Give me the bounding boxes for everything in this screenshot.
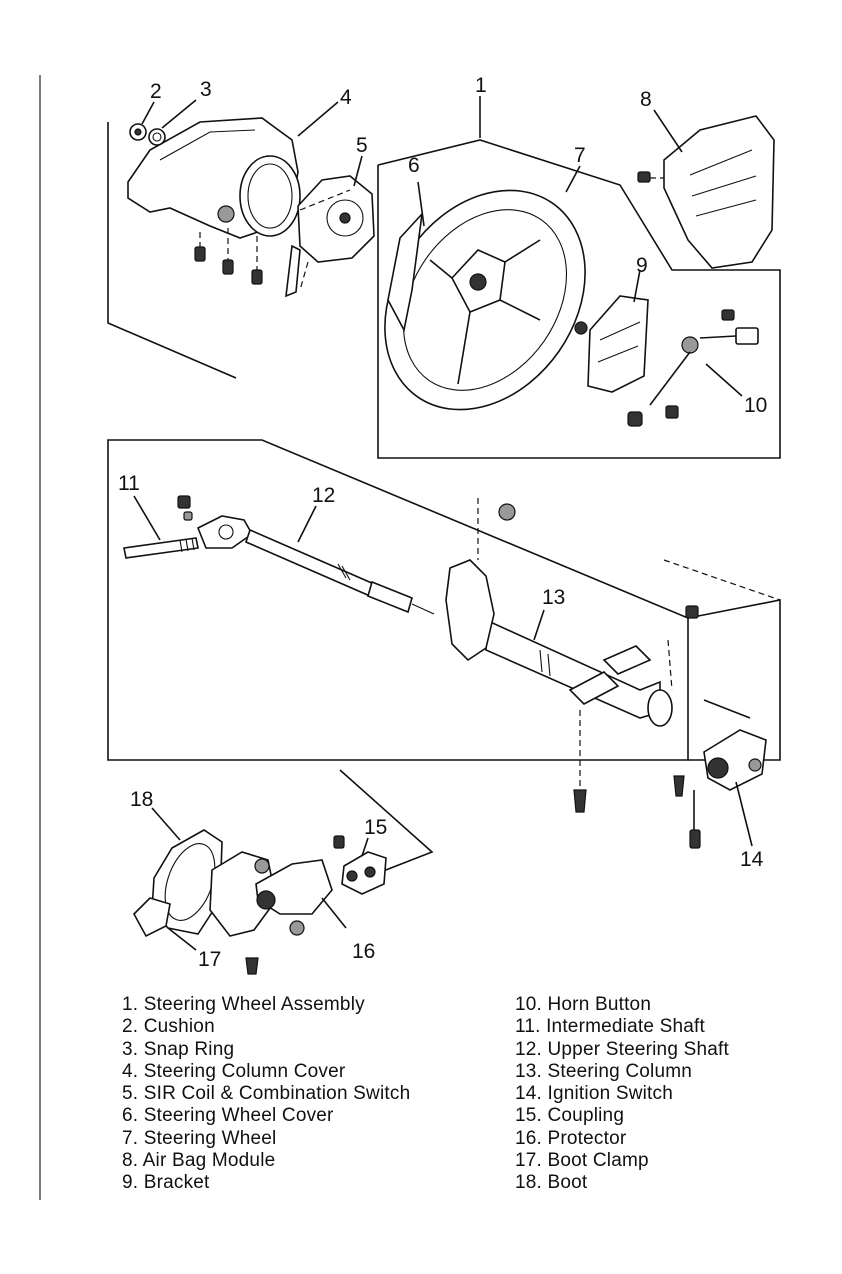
legend-left-column: 1. Steering Wheel Assembly 2. Cushion 3.… [122,994,410,1195]
intermediate-shaft [123,537,199,559]
legend-item: 9. Bracket [122,1172,210,1194]
upper-steering-shaft [245,528,375,598]
callout-6: 6 [408,154,420,177]
callout-1: 1 [475,74,487,97]
legend-item: 11. Intermediate Shaft [515,1016,705,1038]
snap-ring [148,128,166,146]
sir-coil-combination-switch [297,175,375,263]
leader-lines [133,99,753,951]
group-frame-upper-right [377,139,781,459]
bracket [587,295,649,393]
callout-labels: 1 2 3 4 5 6 7 8 9 10 11 12 13 14 15 16 1… [118,74,767,971]
callout-18: 18 [130,788,153,811]
steering-wheel-assembly-group [377,96,781,459]
universal-joint [196,515,254,549]
column-cover-group [107,117,375,379]
callout-12: 12 [312,484,335,507]
callout-5: 5 [356,134,368,157]
group-frame-middle [107,439,689,761]
legend-item: 17. Boot Clamp [515,1150,649,1172]
legend-item: 8. Air Bag Module [122,1150,276,1172]
legend-item: 14. Ignition Switch [515,1083,673,1105]
legend-item: 2. Cushion [122,1016,215,1038]
legend-right-column: 10. Horn Button 11. Intermediate Shaft 1… [515,994,729,1195]
callout-16: 16 [352,940,375,963]
steering-column [485,618,661,719]
callout-4: 4 [340,86,352,109]
group-frame-upper-left [107,122,237,379]
legend-item: 12. Upper Steering Shaft [515,1038,729,1060]
steering-wheel-cover [387,211,424,333]
callout-15: 15 [364,816,387,839]
callout-10: 10 [744,394,767,417]
legend-item: 18. Boot [515,1172,588,1194]
callout-11: 11 [118,472,140,495]
callout-8: 8 [640,88,652,111]
legend-item: 10. Horn Button [515,994,652,1015]
legend-item: 6. Steering Wheel Cover [122,1105,334,1127]
legend-item: 13. Steering Column [515,1060,693,1082]
legend-item: 15. Coupling [515,1105,625,1127]
callout-9: 9 [636,254,648,277]
cover-screws [194,228,263,285]
boot-group [133,769,434,975]
steering-column-group [107,439,781,849]
callout-13: 13 [542,586,565,609]
callout-2: 2 [150,80,162,103]
coupling [341,851,387,895]
callout-3: 3 [200,78,212,101]
column-mount [445,559,495,662]
callout-14: 14 [740,848,764,871]
legend-item: 3. Snap Ring [122,1038,235,1060]
callout-7: 7 [574,144,586,167]
legend-item: 5. SIR Coil & Combination Switch [122,1083,411,1105]
legend-item: 7. Steering Wheel [122,1127,277,1149]
callout-17: 17 [198,948,221,971]
legend-item: 1. Steering Wheel Assembly [122,994,365,1015]
legend-item: 16. Protector [515,1127,627,1149]
air-bag-module [663,115,775,269]
horn-button [627,309,759,427]
legend-item: 4. Steering Column Cover [122,1060,346,1082]
boot-clamp [133,897,171,938]
cover-opening [239,155,301,237]
